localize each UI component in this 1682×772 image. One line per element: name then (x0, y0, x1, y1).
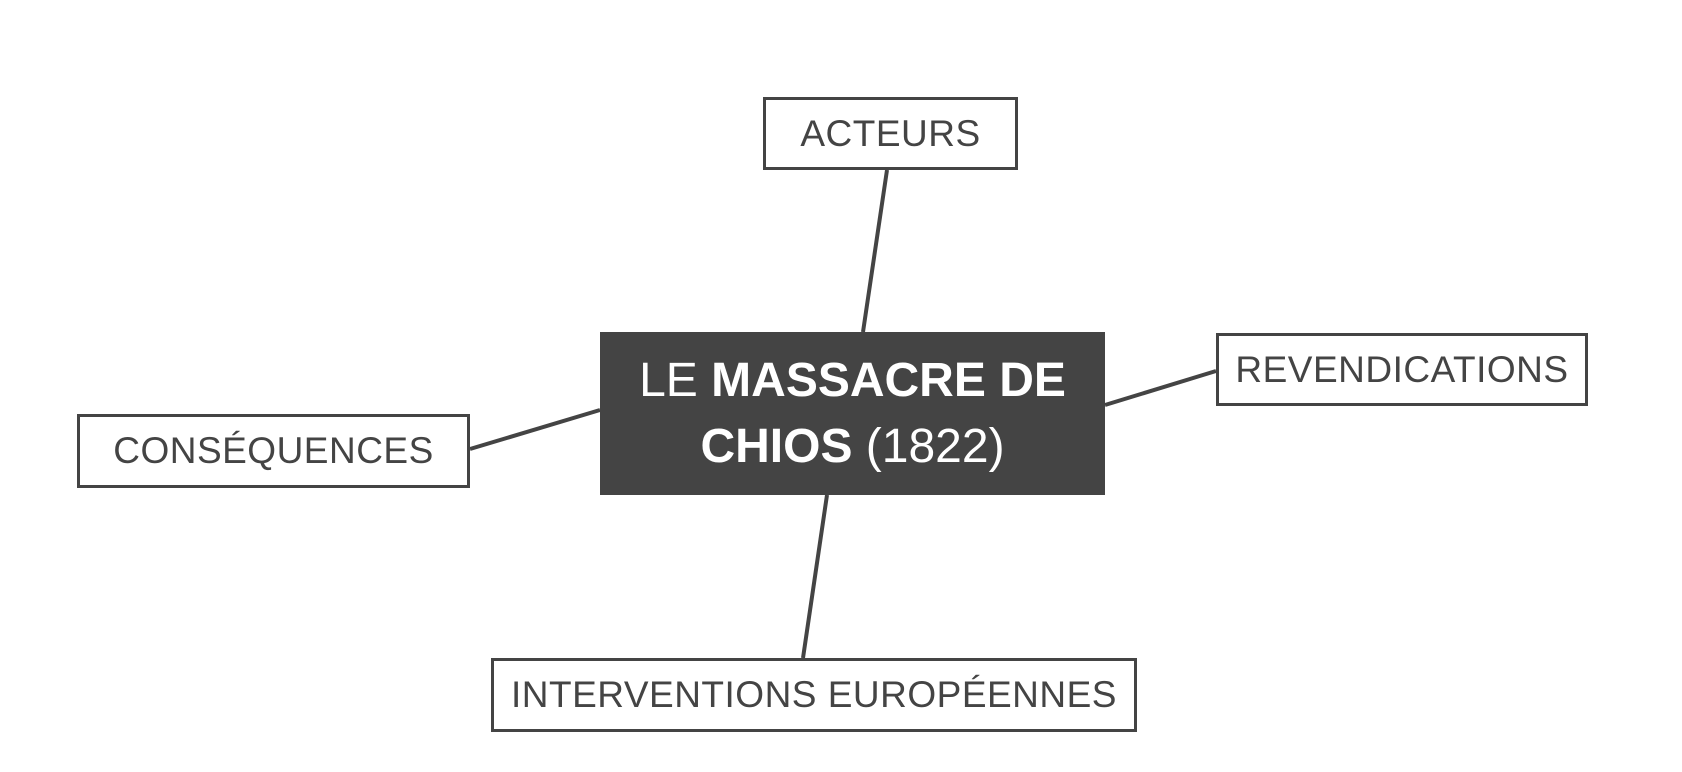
connector-top (861, 169, 889, 333)
central-topic: LE MASSACRE DE CHIOS (1822) (600, 332, 1105, 495)
connector-right (1104, 369, 1217, 407)
branch-acteurs: ACTEURS (763, 97, 1018, 170)
central-title-part-1: MASSACRE DE (711, 353, 1066, 407)
branch-interventions-europeennes: INTERVENTIONS EUROPÉENNES (491, 658, 1137, 732)
branch-label: REVENDICATIONS (1235, 348, 1569, 390)
connector-left (469, 408, 601, 451)
branch-consequences: CONSÉQUENCES (77, 414, 470, 488)
central-title-part-2: CHIOS (700, 419, 853, 473)
branch-label: ACTEURS (800, 112, 981, 154)
central-prefix: LE (639, 353, 698, 407)
branch-revendications: REVENDICATIONS (1216, 333, 1588, 406)
central-topic-line-2: CHIOS (1822) (700, 414, 1004, 480)
central-topic-line-1: LE MASSACRE DE (639, 348, 1066, 414)
connector-bottom (801, 494, 829, 659)
central-date: (1822) (865, 419, 1005, 473)
branch-label: INTERVENTIONS EUROPÉENNES (511, 674, 1117, 715)
branch-label: CONSÉQUENCES (113, 430, 434, 471)
